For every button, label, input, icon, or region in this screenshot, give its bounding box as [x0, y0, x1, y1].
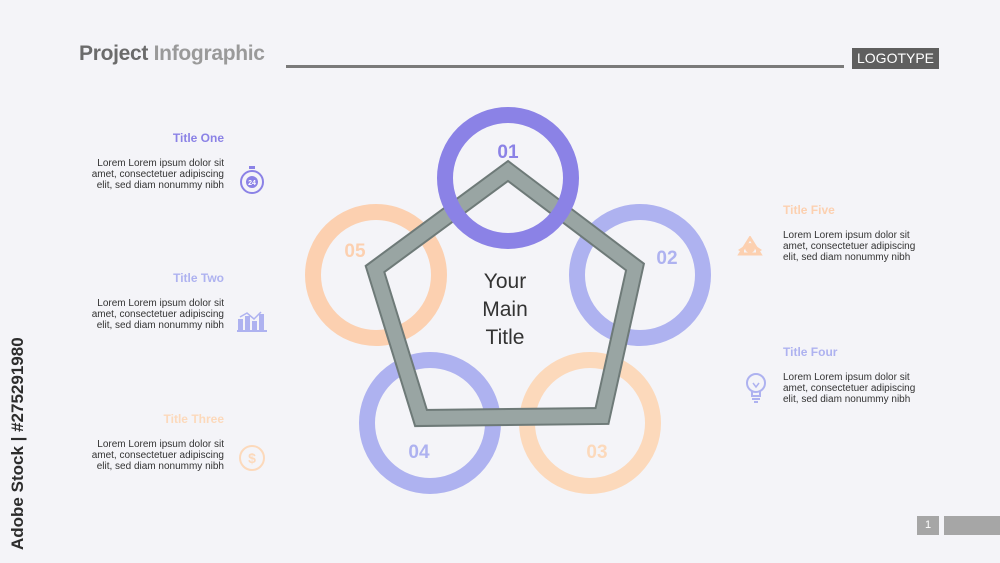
page-number: 1 — [917, 516, 939, 535]
topic-heading: Title One — [172, 131, 224, 145]
center-title-line-2: Main — [482, 298, 528, 321]
page-footer-bar — [944, 516, 1000, 535]
recycle-icon — [737, 236, 763, 256]
topic-description: Lorem Lorem ipsum dolor sit amet, consec… — [783, 372, 916, 405]
topic-description: Lorem Lorem ipsum dolor sit amet, consec… — [91, 439, 224, 472]
topic-heading: Title Four — [783, 345, 838, 359]
pentagon-outline — [364, 159, 646, 428]
step-ring-05 — [305, 204, 447, 346]
topic-title-four: Title Four Lorem Lorem ipsum dolor sit a… — [783, 345, 923, 405]
svg-text:$: $ — [248, 450, 256, 466]
step-number-03: 03 — [586, 442, 607, 463]
topic-heading: Title Three — [163, 412, 224, 426]
topic-description: Lorem Lorem ipsum dolor sit amet, consec… — [783, 230, 916, 263]
stock-watermark: Adobe Stock | #275291980 — [8, 337, 27, 550]
svg-text:24: 24 — [248, 180, 256, 187]
topic-title-one: Title One Lorem Lorem ipsum dolor sit am… — [84, 131, 224, 191]
dollar-coin-icon: $ — [239, 445, 265, 471]
title-word-infographic: Infographic — [153, 42, 265, 65]
step-number-04: 04 — [408, 442, 430, 463]
center-title-line-3: Title — [486, 326, 525, 349]
topic-title-two: Title Two Lorem Lorem ipsum dolor sit am… — [84, 271, 224, 331]
topic-heading: Title Five — [783, 203, 835, 217]
logotype-badge: LOGOTYPE — [852, 48, 940, 69]
topic-description: Lorem Lorem ipsum dolor sit amet, consec… — [91, 158, 224, 191]
topic-title-five: Title Five Lorem Lorem ipsum dolor sit a… — [783, 203, 923, 263]
topic-title-three: Title Three Lorem Lorem ipsum dolor sit … — [84, 412, 224, 472]
stopwatch-icon: 24 — [240, 166, 264, 194]
bar-chart-icon — [237, 311, 267, 332]
header-divider — [286, 65, 844, 68]
title-word-project: Project — [79, 42, 149, 65]
step-ring-02 — [569, 204, 711, 346]
page-title: Project Infographic — [79, 42, 265, 66]
lightbulb-icon — [746, 373, 766, 403]
step-number-02: 02 — [656, 248, 677, 269]
step-number-01: 01 — [497, 142, 519, 163]
step-number-05: 05 — [344, 241, 366, 262]
topic-heading: Title Two — [173, 271, 224, 285]
step-ring-01 — [437, 107, 579, 249]
center-title-line-1: Your — [484, 270, 526, 293]
topic-description: Lorem Lorem ipsum dolor sit amet, consec… — [91, 298, 224, 331]
